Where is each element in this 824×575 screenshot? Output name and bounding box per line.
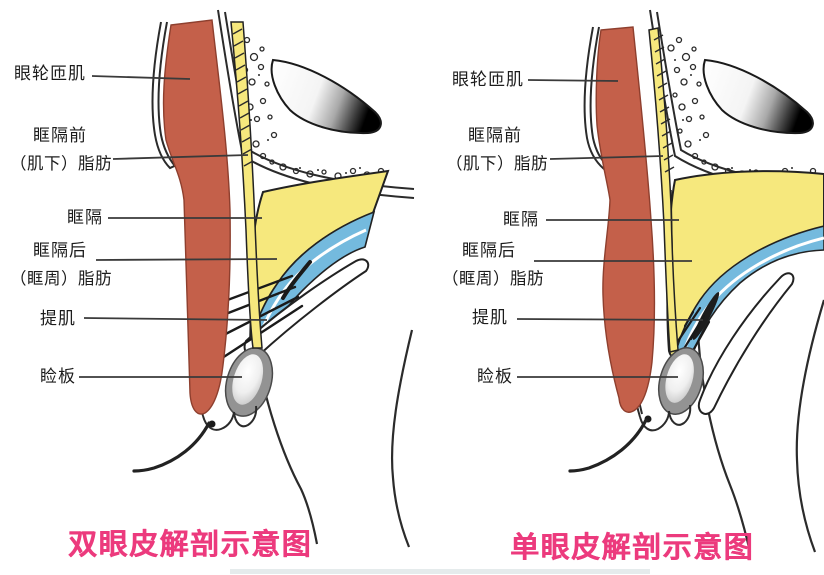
label-orbicularis-left: 眼轮匝肌 — [14, 64, 86, 83]
label-preseptal-line1-left: 眶隔前 — [33, 126, 87, 145]
leader-lines-left — [79, 75, 278, 378]
label-tarsus-right: 睑板 — [477, 367, 513, 386]
label-postseptal-line1-left: 眶隔后 — [33, 241, 87, 260]
label-septum-left: 眶隔 — [67, 208, 103, 227]
label-preseptal-line2-right: （肌下）脂肪 — [446, 154, 548, 173]
label-postseptal-line1-right: 眶隔后 — [462, 241, 516, 260]
title-single-eyelid: 单眼皮解剖示意图 — [510, 532, 755, 564]
label-preseptal-line1-right: 眶隔前 — [468, 126, 522, 145]
title-double-eyelid: 双眼皮解剖示意图 — [68, 529, 313, 561]
eyelash-right — [568, 418, 648, 473]
eyelash-left — [132, 421, 211, 473]
label-postseptal-line2-left: （眶周）脂肪 — [10, 269, 112, 288]
label-postseptal-line2-right: （眶周）脂肪 — [442, 269, 544, 288]
label-levator-left: 提肌 — [40, 309, 76, 328]
levator-fibers-right — [674, 306, 711, 358]
orbicularis-shape-left — [162, 19, 231, 415]
brow-fat-pad-shape-right — [702, 59, 814, 135]
right-diagram — [516, 9, 824, 553]
preseptal-fat-shape-left — [230, 21, 263, 349]
label-levator-right: 提肌 — [472, 308, 508, 327]
label-preseptal-line2-left: （肌下）脂肪 — [10, 154, 112, 173]
preseptal-fat-shape-right — [648, 27, 679, 353]
tarsus-shape-right — [657, 347, 705, 415]
label-orbicularis-right: 眼轮匝肌 — [452, 70, 524, 89]
label-tarsus-left: 睑板 — [40, 367, 76, 386]
leader-lines-right — [516, 79, 704, 378]
brow-fat-pad-shape-left — [270, 59, 382, 135]
left-diagram — [79, 9, 415, 548]
label-septum-right: 眶隔 — [503, 210, 539, 229]
